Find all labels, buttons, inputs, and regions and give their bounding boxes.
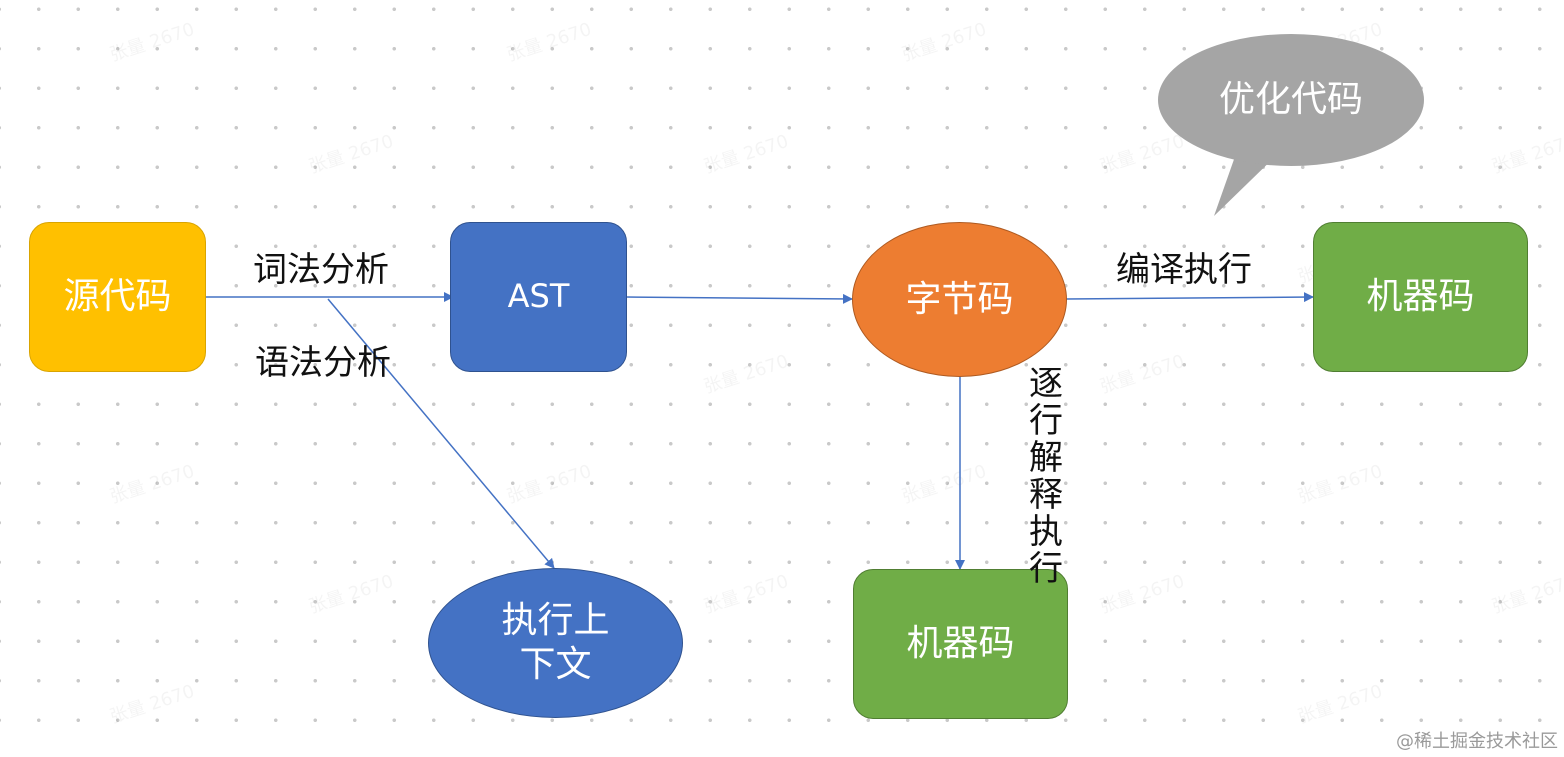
source-code-node[interactable]: 源代码: [29, 222, 206, 372]
optimize-code-label: 优化代码: [1218, 79, 1363, 121]
arrow-source-to-context: [327, 298, 555, 569]
arrow-ast-to-bytecode: [625, 293, 853, 304]
source-code-label: 源代码: [63, 276, 172, 318]
bytecode-label: 字节码: [905, 278, 1014, 320]
machine-code-label-right: 机器码: [1366, 276, 1475, 318]
machine-code-node-right[interactable]: 机器码: [1313, 222, 1528, 372]
execution-context-label: 执行上下文: [501, 600, 610, 685]
execution-context-node[interactable]: 执行上下文: [428, 568, 683, 718]
ast-node[interactable]: AST: [450, 222, 627, 372]
arrow-bytecode-to-machine-code: [1065, 292, 1314, 303]
lexical-analysis-label: 词法分析: [253, 250, 389, 290]
optimize-code-callout: 优化代码: [1158, 34, 1424, 166]
machine-code-label-bottom: 机器码: [906, 623, 1015, 665]
site-credit: @稀土掘金技术社区: [1396, 731, 1558, 752]
bytecode-node[interactable]: 字节码: [852, 222, 1067, 377]
compile-execute-label: 编译执行: [1116, 250, 1252, 290]
callout-tail: [1214, 148, 1282, 216]
interpret-execute-label: 逐行解释执行: [1029, 364, 1063, 589]
ast-label: AST: [507, 277, 570, 316]
machine-code-node-bottom[interactable]: 机器码: [853, 569, 1068, 719]
syntax-analysis-label: 语法分析: [255, 343, 391, 383]
